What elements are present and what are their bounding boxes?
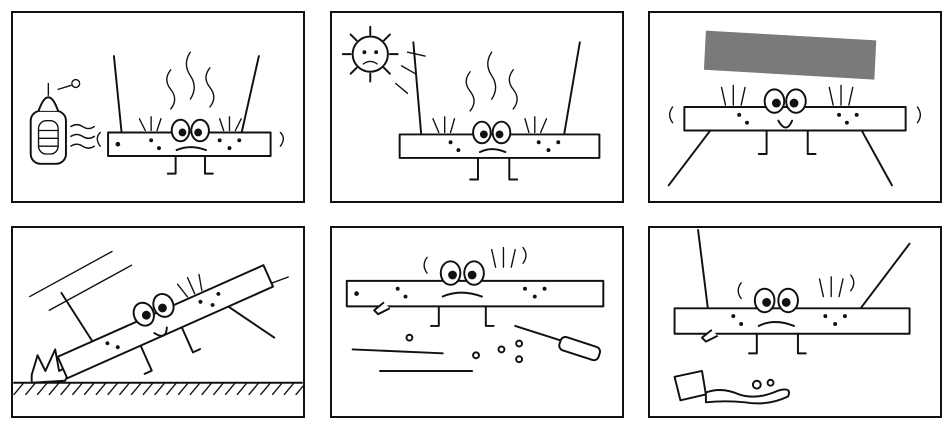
radio-character <box>667 84 922 187</box>
panel-5-illustration <box>345 246 605 372</box>
comic-panel-4 <box>11 226 305 418</box>
loose-parts <box>351 333 524 372</box>
panel-6-illustration <box>673 228 911 405</box>
panel-4-illustration <box>13 250 303 396</box>
radio-character <box>345 246 605 327</box>
spilled-cup-icon <box>673 369 790 405</box>
panel-1-illustration <box>29 51 285 175</box>
heater-icon <box>29 78 96 165</box>
panel-3-illustration <box>667 30 922 187</box>
comic-panel-6 <box>648 226 942 418</box>
radio-character <box>96 51 285 175</box>
sun-icon <box>341 25 426 94</box>
ground <box>13 381 303 396</box>
comic-panel-1 <box>11 11 305 203</box>
panel-2-illustration <box>341 25 601 181</box>
comic-panel-3 <box>648 11 942 203</box>
heavy-block <box>703 30 877 80</box>
impact-burst-icon <box>30 348 76 384</box>
radio-character <box>673 228 911 355</box>
comic-panel-5 <box>330 226 624 418</box>
comic-panel-2 <box>330 11 624 203</box>
radio-character <box>398 41 601 181</box>
radio-character <box>56 264 276 380</box>
screwdriver-icon <box>514 324 602 362</box>
